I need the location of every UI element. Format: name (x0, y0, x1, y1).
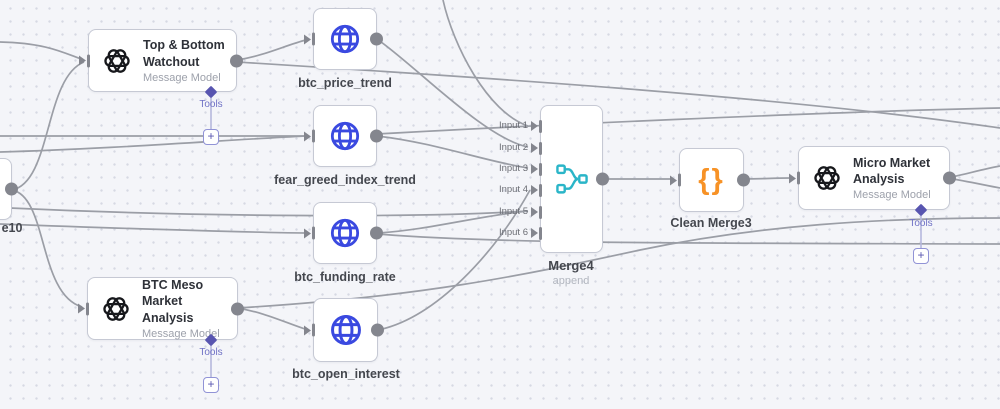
tools-connector-label: Tools (909, 218, 933, 229)
globe-icon (329, 217, 361, 249)
add-tool-button[interactable]: + (203, 377, 219, 393)
output-port[interactable] (370, 32, 383, 46)
merge-input-port (531, 226, 542, 240)
input-port (670, 173, 681, 187)
output-port[interactable] (370, 129, 383, 143)
node-mode-label: append (552, 275, 590, 287)
wire (0, 41, 82, 60)
node-label: Clean Merge3 (670, 216, 752, 230)
merge-icon (555, 162, 589, 196)
wire (376, 135, 529, 169)
node-merge4[interactable] (531, 105, 609, 253)
merge-input-label: Input 5 (498, 206, 528, 217)
wire (0, 223, 306, 234)
node-subtitle: Message Model (143, 71, 221, 84)
node-label: btc_price_trend (298, 76, 392, 90)
input-port (79, 54, 90, 67)
node-partial-left[interactable] (0, 158, 18, 220)
node-btc-open-interest[interactable] (304, 298, 384, 362)
merge-input-label: Input 2 (498, 142, 528, 153)
input-port (78, 302, 89, 315)
node-btc-funding-rate[interactable] (304, 202, 383, 264)
tools-connector-label: Tools (199, 99, 223, 110)
output-port[interactable] (943, 171, 956, 185)
merge-input-port (531, 119, 542, 133)
input-port (304, 226, 315, 240)
wire (377, 233, 1000, 245)
openai-icon (812, 163, 842, 193)
globe-icon (329, 313, 363, 347)
add-tool-button[interactable]: + (913, 248, 929, 264)
merge-input-port (531, 205, 542, 219)
globe-icon (329, 120, 361, 152)
node-title: BTC Meso Market Analysis (142, 278, 204, 325)
openai-icon (102, 46, 132, 76)
node-micro-market-analysis[interactable]: Micro Market Analysis Message Model (789, 146, 956, 210)
wire (377, 189, 531, 331)
node-label: btc_open_interest (292, 367, 400, 381)
node-fear-greed-index-trend[interactable] (304, 105, 383, 167)
tools-connector-label: Tools (199, 347, 223, 358)
wire (0, 135, 306, 153)
merge-input-label: Input 4 (498, 184, 528, 195)
wire (376, 107, 1000, 135)
merge-input-port (531, 162, 542, 176)
input-port (789, 171, 800, 185)
node-label: Merge4 (548, 258, 594, 273)
node-top-bottom-watchout[interactable]: Top & Bottom Watchout Message Model (79, 29, 243, 92)
merge-input-port (531, 141, 542, 155)
code-braces-icon: {} (698, 163, 725, 196)
node-label: e10 (1, 221, 23, 235)
output-port[interactable] (370, 226, 383, 240)
wire (236, 307, 306, 330)
wire (377, 210, 529, 234)
node-label: btc_funding_rate (294, 270, 396, 284)
input-port (304, 323, 315, 337)
input-port (304, 129, 315, 143)
input-port (304, 32, 315, 46)
wire (376, 38, 529, 148)
output-port[interactable] (5, 182, 18, 196)
merge-input-port (531, 183, 542, 197)
node-subtitle: Message Model (853, 189, 931, 202)
output-port[interactable] (231, 302, 244, 315)
node-subtitle: Message Model (142, 327, 220, 340)
globe-icon (329, 23, 361, 55)
wire (236, 217, 1000, 309)
openai-icon (101, 294, 131, 324)
wire (9, 207, 529, 217)
node-clean-merge3[interactable]: {} (670, 148, 750, 212)
node-label: fear_greed_index_trend (274, 173, 416, 187)
merge-input-label: Input 1 (498, 120, 528, 131)
merge-input-label: Input 6 (498, 227, 528, 238)
output-port[interactable] (371, 323, 384, 337)
add-tool-button[interactable]: + (203, 129, 219, 145)
wire (11, 189, 83, 308)
wire (11, 61, 85, 191)
output-port[interactable] (596, 172, 609, 186)
wire (442, 0, 529, 127)
output-port[interactable] (230, 54, 243, 67)
node-btc-price-trend[interactable] (304, 8, 383, 70)
wire (742, 177, 791, 180)
node-title: Micro Market Analysis (853, 155, 931, 186)
wire (236, 39, 307, 61)
node-btc-meso-market-analysis[interactable]: BTC Meso Market Analysis Message Model (78, 277, 244, 340)
node-title: Top & Bottom Watchout (143, 38, 225, 69)
output-port[interactable] (737, 173, 750, 187)
merge-input-label: Input 3 (498, 163, 528, 174)
